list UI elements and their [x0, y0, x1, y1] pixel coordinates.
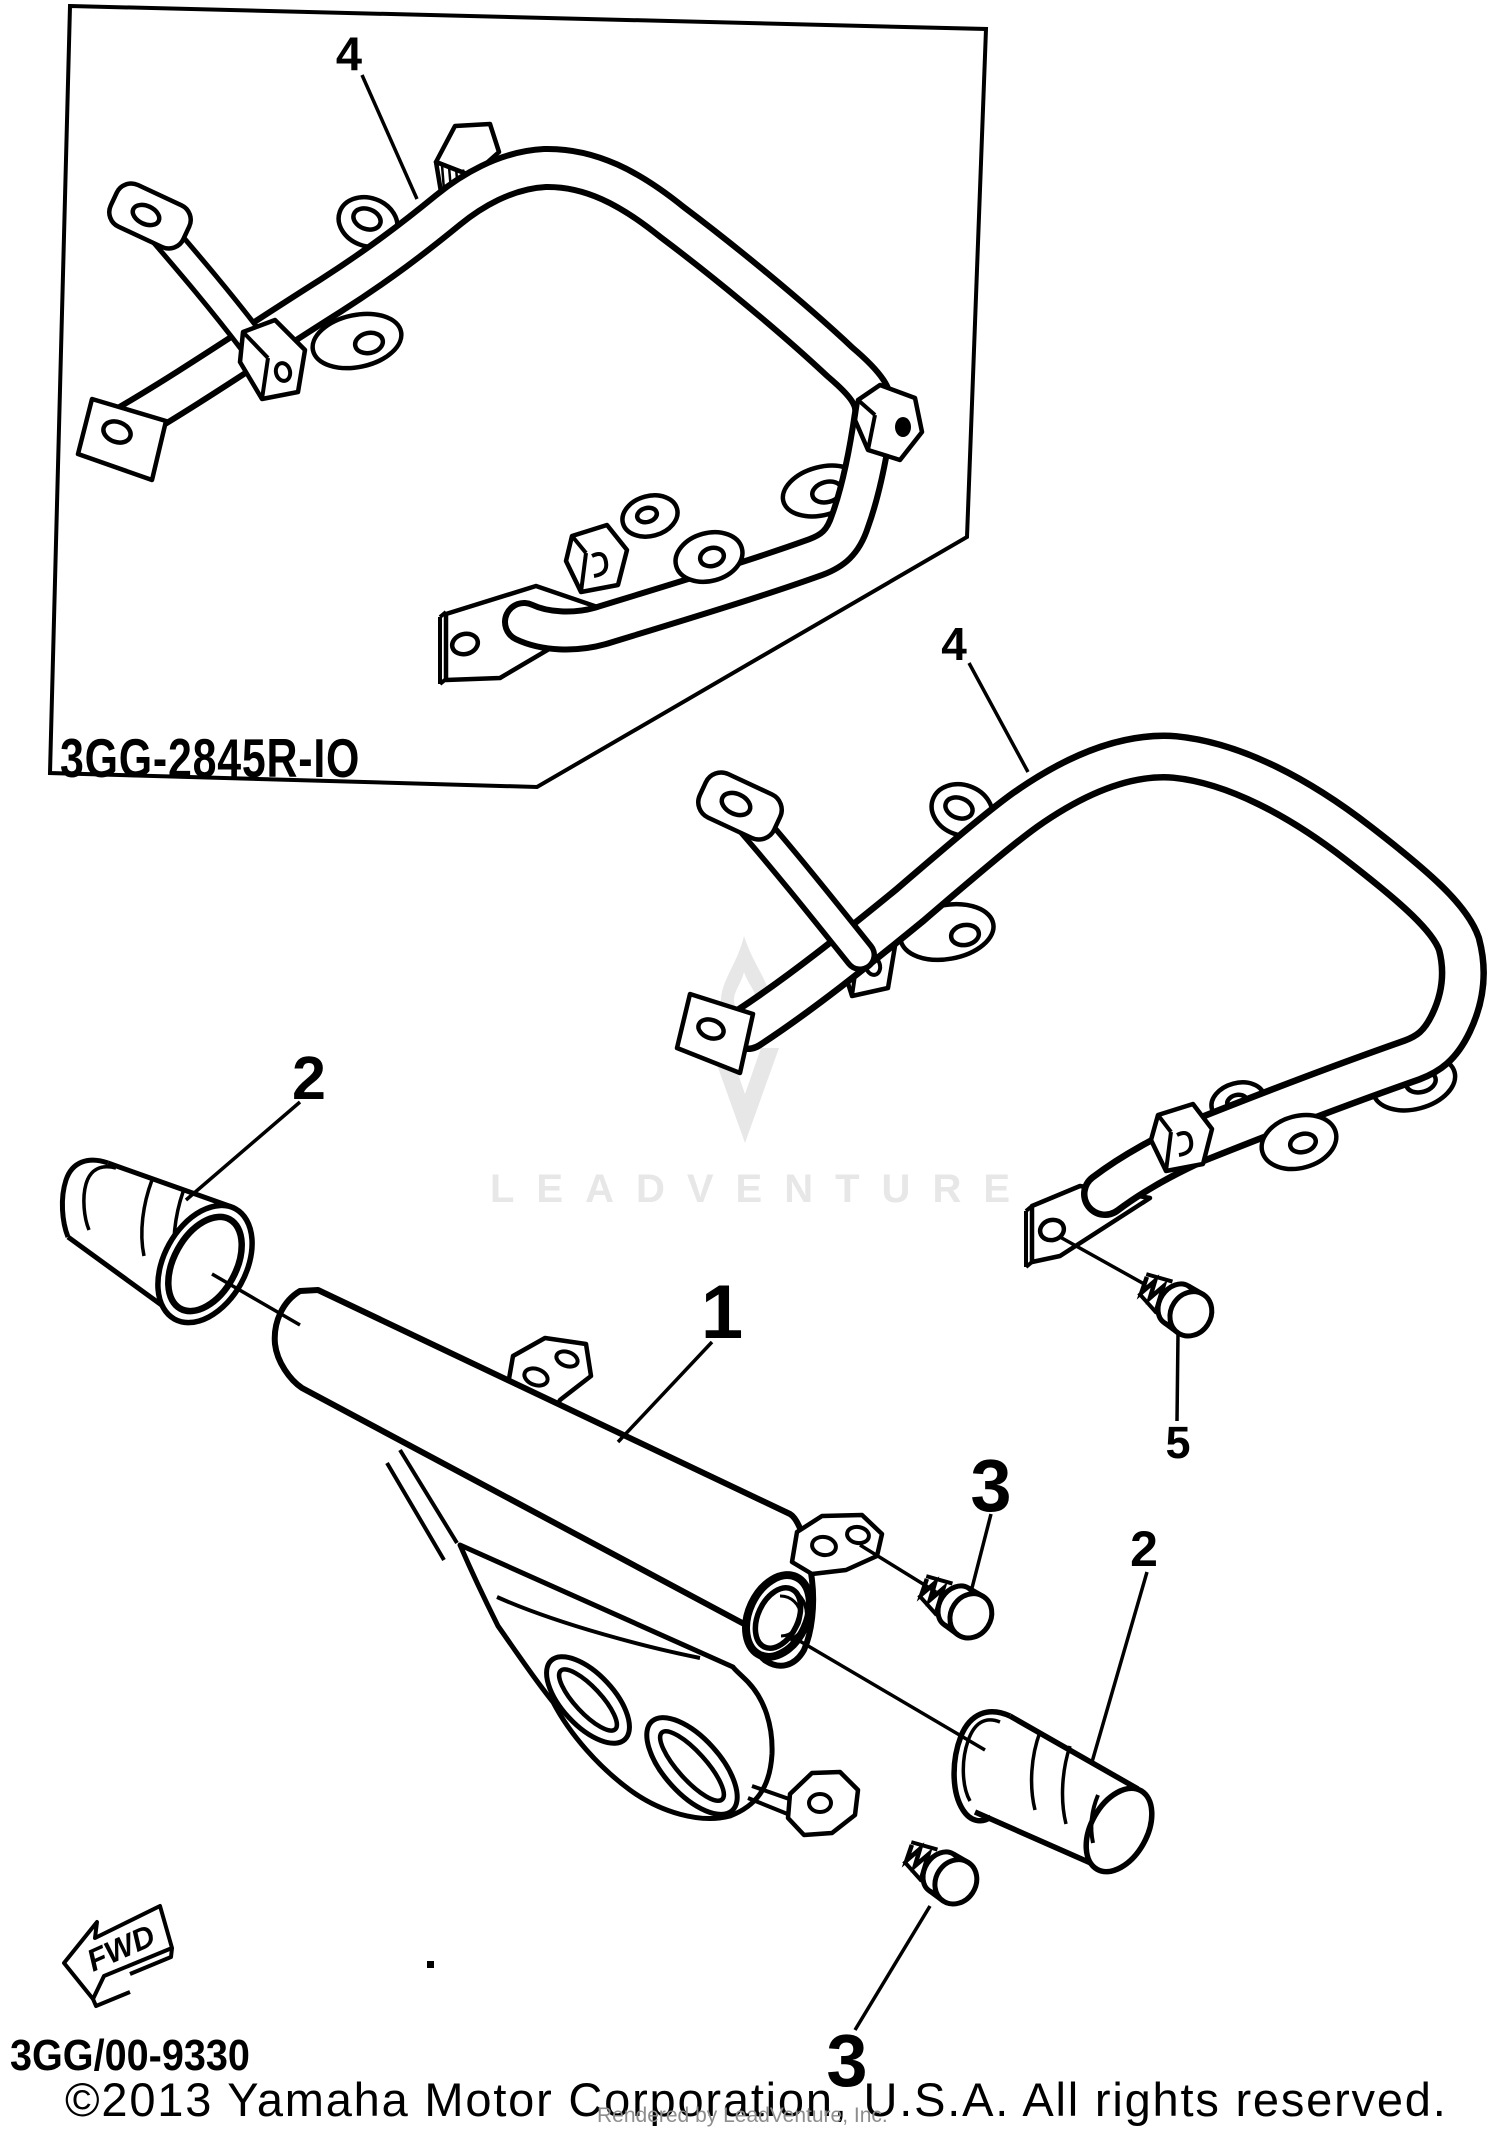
svg-text:4: 4 [336, 27, 362, 80]
svg-text:3GG-2845R-IO: 3GG-2845R-IO [60, 728, 360, 789]
svg-text:4: 4 [941, 618, 967, 670]
svg-text:5: 5 [1165, 1417, 1190, 1468]
svg-text:3: 3 [826, 2019, 867, 2102]
svg-text:3: 3 [970, 1444, 1011, 1527]
svg-text:1: 1 [701, 1270, 743, 1355]
svg-text:3GG/00-9330: 3GG/00-9330 [10, 2030, 250, 2079]
svg-text:Rendered by LeadVenture, Inc.: Rendered by LeadVenture, Inc. [597, 2104, 888, 2127]
svg-text:©2013 Yamaha Motor Corporation: ©2013 Yamaha Motor Corporation, U.S.A. A… [65, 2073, 1448, 2126]
svg-text:2: 2 [292, 1044, 326, 1112]
svg-text:2: 2 [1130, 1521, 1158, 1577]
svg-text:LEADVENTURE: LEADVENTURE [490, 1167, 1032, 1211]
